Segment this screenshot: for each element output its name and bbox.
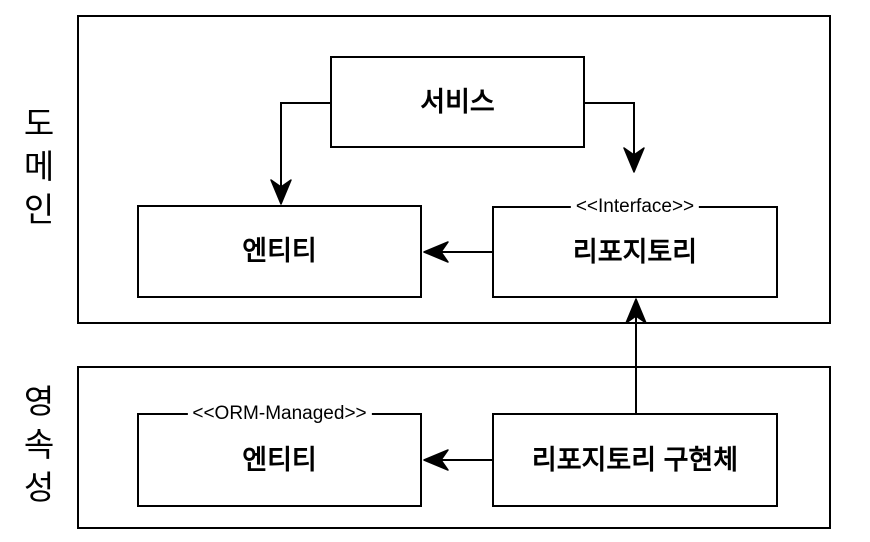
node-label-repository: 리포지토리 — [572, 236, 698, 267]
node-label-entity-persistence: 엔티티 — [242, 444, 317, 475]
lane-persistence — [77, 366, 831, 529]
node-label-service: 서비스 — [420, 86, 495, 117]
lane-label-domain: 도메인 — [18, 106, 55, 235]
node-label-repository-impl: 리포지토리 구현체 — [531, 444, 739, 475]
stereotype-orm-managed: <<ORM-Managed>> — [187, 403, 372, 425]
node-label-entity-domain: 엔티티 — [242, 236, 317, 267]
node-entity-domain: 엔티티 — [137, 205, 422, 298]
node-repository-impl: 리포지토리 구현체 — [492, 413, 778, 507]
node-service: 서비스 — [330, 56, 585, 148]
stereotype-interface: <<Interface>> — [570, 196, 700, 218]
lane-label-persistence: 영속성 — [18, 384, 55, 513]
node-repository: <<Interface>> 리포지토리 — [492, 196, 778, 298]
lane-domain — [77, 15, 831, 324]
node-entity-persistence: <<ORM-Managed>> 엔티티 — [137, 403, 422, 507]
